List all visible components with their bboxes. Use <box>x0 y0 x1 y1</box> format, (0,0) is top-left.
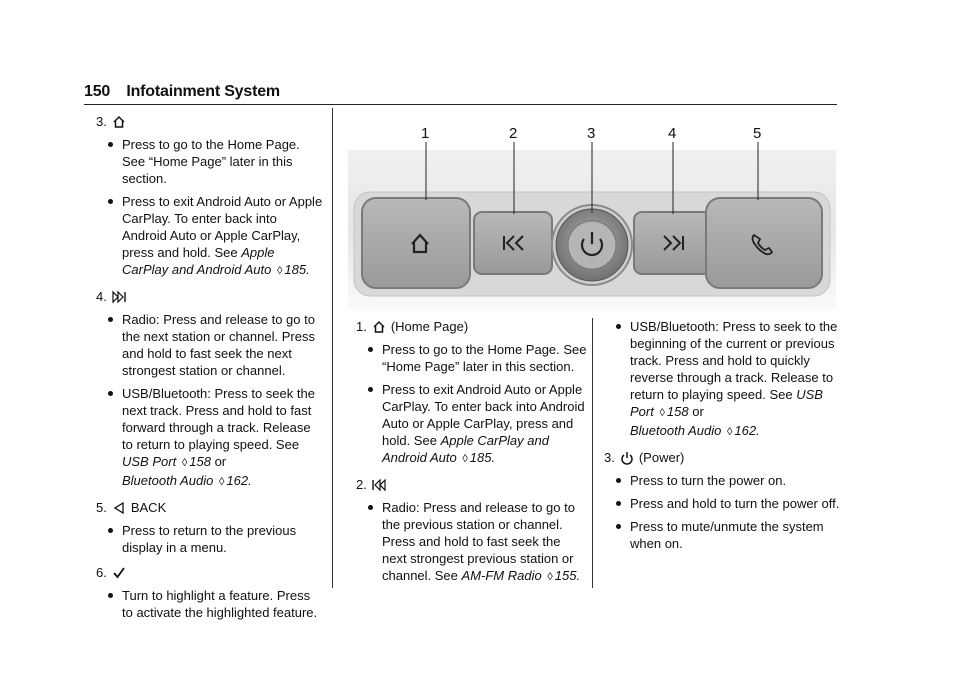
home-page-label: (Home Page) <box>390 319 469 334</box>
page-ref-icon: ◊ <box>218 476 225 488</box>
home-icon <box>371 319 387 335</box>
item-3-bullets: Press to go to the Home Page. See “Home … <box>96 136 324 280</box>
page-number: 150 <box>84 83 111 100</box>
connector-text: or <box>692 404 704 419</box>
list-item: Press to mute/unmute the system when on. <box>616 518 840 552</box>
item-number: 5. <box>96 500 107 515</box>
page-ref[interactable]: 162. <box>226 473 252 488</box>
cross-reference-link[interactable]: USB Port <box>630 387 823 419</box>
page-ref[interactable]: 158 <box>666 404 689 419</box>
list-item: USB/Bluetooth: Press to seek the next tr… <box>108 385 324 491</box>
list-item: Press to exit Android Auto or Apple CarP… <box>108 193 324 280</box>
page-ref-icon: ◊ <box>659 407 665 419</box>
callout-3: 3 <box>587 125 595 142</box>
back-label: BACK <box>130 500 167 515</box>
power-icon <box>619 450 635 466</box>
list-item: Press to turn the power on. <box>616 472 840 489</box>
list-item: Radio: Press and release to go to the ne… <box>108 311 324 379</box>
item-3-power-bullets: Press to turn the power on. Press and ho… <box>604 472 840 552</box>
list-item: Press and hold to turn the power off. <box>616 496 840 511</box>
callout-5: 5 <box>753 125 761 142</box>
page-header: 150 Infotainment System <box>84 83 280 101</box>
page-ref-icon: ◊ <box>726 426 733 438</box>
bullet-text: Radio: Press and release to go to the pr… <box>382 500 575 583</box>
item-2-bullets: Radio: Press and release to go to the pr… <box>356 499 588 586</box>
page-ref[interactable]: 158 <box>189 454 211 469</box>
item-number: 1. <box>356 319 367 334</box>
seek-back-button-graphic <box>473 211 553 275</box>
page-ref[interactable]: 155. <box>554 568 581 583</box>
cross-reference-link[interactable]: Bluetooth Audio <box>630 423 722 438</box>
page-ref[interactable]: 162. <box>734 423 760 438</box>
list-item: Press to go to the Home Page. See “Home … <box>108 136 324 187</box>
list-item: Press to return to the previous display … <box>108 522 324 556</box>
bullet-text: Press to exit Android Auto or Apple CarP… <box>122 194 323 260</box>
connector-text: or <box>214 454 227 469</box>
item-6-bullets: Turn to highlight a feature. Press to ac… <box>96 587 324 621</box>
section-title: Infotainment System <box>126 83 280 100</box>
item-1-heading: 1. (Home Page) <box>356 318 588 335</box>
control-panel-illustration: 1 2 3 4 5 <box>348 118 836 310</box>
home-button-graphic <box>361 197 471 289</box>
middle-column: 1. (Home Page) Press to go to the Home P… <box>356 318 588 594</box>
cross-reference-link[interactable]: Apple CarPlay and Android Auto <box>382 433 549 465</box>
page-ref-icon: ◊ <box>547 571 553 583</box>
column-divider-right <box>592 318 593 588</box>
callout-1: 1 <box>421 125 429 142</box>
home-icon <box>111 114 127 130</box>
page-ref[interactable]: 185. <box>469 450 496 465</box>
callout-4: 4 <box>668 125 676 142</box>
page-ref[interactable]: 185. <box>284 262 310 277</box>
item-2-heading: 2. <box>356 476 588 493</box>
cross-reference-link[interactable]: Apple CarPlay and Android Auto <box>122 245 275 277</box>
seek-forward-icon <box>111 289 127 305</box>
right-column: USB/Bluetooth: Press to seek to the begi… <box>604 318 840 560</box>
page-ref-icon: ◊ <box>462 453 468 465</box>
list-item: USB/Bluetooth: Press to seek to the begi… <box>616 318 840 441</box>
item-2-continued-bullets: USB/Bluetooth: Press to seek to the begi… <box>604 318 840 441</box>
item-3-heading: 3. <box>96 113 324 130</box>
header-rule <box>84 104 837 105</box>
cross-reference-link[interactable]: Bluetooth Audio <box>122 473 214 488</box>
list-item: Turn to highlight a feature. Press to ac… <box>108 587 324 621</box>
page-ref-icon: ◊ <box>276 265 283 277</box>
cross-reference-link[interactable]: AM-FM Radio <box>461 568 542 583</box>
item-5-bullets: Press to return to the previous display … <box>96 522 324 556</box>
item-number: 3. <box>604 450 615 465</box>
item-4-bullets: Radio: Press and release to go to the ne… <box>96 311 324 491</box>
back-icon <box>111 500 127 516</box>
item-1-bullets: Press to go to the Home Page. See “Home … <box>356 341 588 468</box>
seek-forward-button-graphic <box>633 211 713 275</box>
power-label: (Power) <box>638 450 685 465</box>
item-5-heading: 5. BACK <box>96 499 324 516</box>
left-column: 3. Press to go to the Home Page. See “Ho… <box>96 113 324 629</box>
item-6-heading: 6. <box>96 564 324 581</box>
item-number: 4. <box>96 289 107 304</box>
list-item: Radio: Press and release to go to the pr… <box>368 499 588 586</box>
seek-back-icon <box>371 477 387 493</box>
bullet-text: USB/Bluetooth: Press to seek to the begi… <box>630 319 838 402</box>
bullet-text: USB/Bluetooth: Press to seek the next tr… <box>122 386 315 452</box>
list-item: Press to go to the Home Page. See “Home … <box>368 342 587 374</box>
list-item: Press to exit Android Auto or Apple CarP… <box>368 381 588 468</box>
item-3-power-heading: 3. (Power) <box>604 449 840 466</box>
cross-reference-link[interactable]: USB Port <box>122 454 177 469</box>
column-divider-left <box>332 108 333 588</box>
item-number: 3. <box>96 114 107 129</box>
callout-2: 2 <box>509 125 517 142</box>
page-ref-icon: ◊ <box>181 457 188 469</box>
phone-button-graphic <box>705 197 823 289</box>
item-4-heading: 4. <box>96 288 324 305</box>
check-icon <box>111 565 127 581</box>
item-number: 6. <box>96 565 107 580</box>
item-number: 2. <box>356 477 367 492</box>
bullet-text: Press to exit Android Auto or Apple CarP… <box>382 382 585 448</box>
